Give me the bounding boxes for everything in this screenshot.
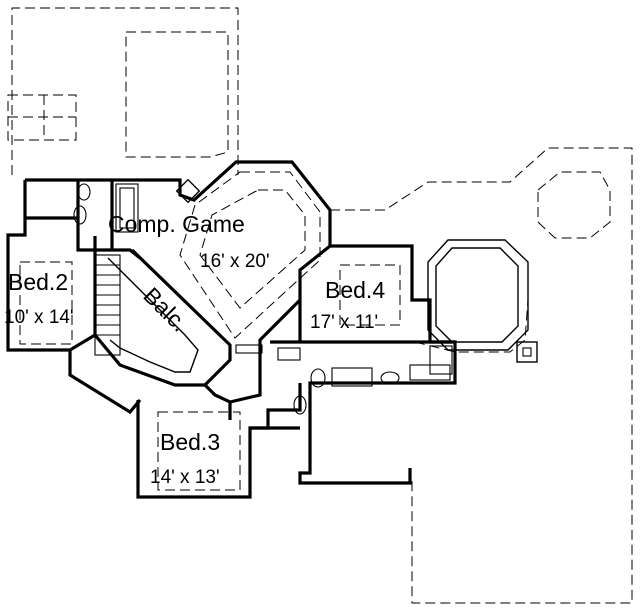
bed4-name: Bed.4 <box>325 277 385 303</box>
bed4-dims: 17' x 11' <box>310 312 378 333</box>
lower-floor-outline <box>7 7 633 604</box>
bed2-name: Bed.2 <box>8 269 68 295</box>
bed3-name: Bed.3 <box>160 429 220 455</box>
bed2-dims: 10' x 14' <box>4 307 74 328</box>
closets <box>19 261 453 491</box>
chimney-flue <box>522 347 532 357</box>
balcony-name: Balc. <box>138 282 193 337</box>
ceiling-inner-outline <box>199 189 306 309</box>
bed3-dims: 14' x 13' <box>150 467 220 488</box>
balcony-rail <box>107 257 199 373</box>
chimney-box <box>516 341 538 363</box>
chimney-box-small <box>175 178 201 204</box>
bath-fixtures <box>73 183 451 415</box>
spa-outline <box>427 239 529 351</box>
ceiling-outline <box>179 171 321 339</box>
comp-game-name: Comp. Game <box>108 211 245 237</box>
staircase <box>94 254 121 356</box>
comp-game-dims: 16' x 20' <box>200 251 270 272</box>
